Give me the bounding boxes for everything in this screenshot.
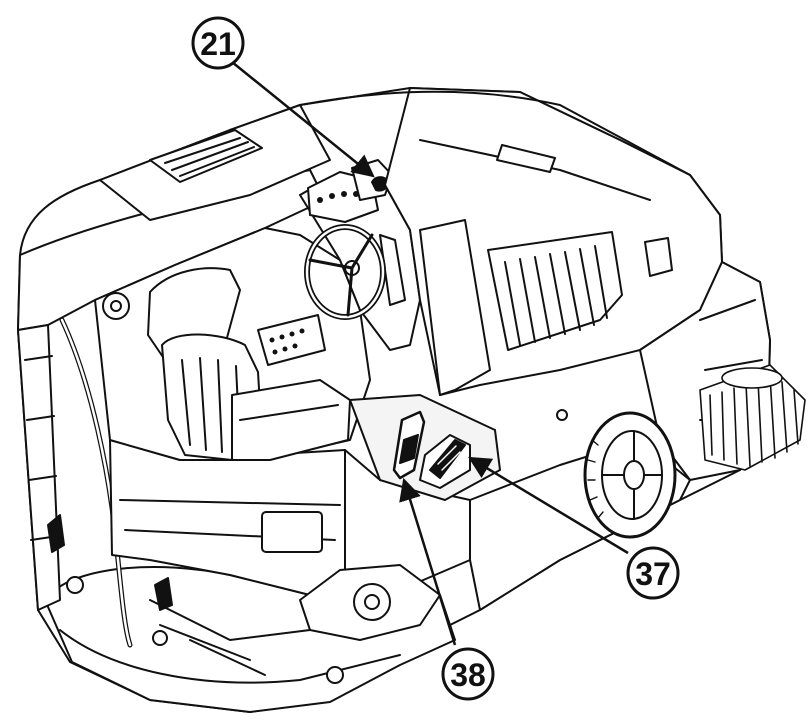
front-wheel xyxy=(583,411,677,539)
side-broom xyxy=(699,364,806,471)
callout-label-21: 21 xyxy=(200,26,236,62)
callout-label-38: 38 xyxy=(450,657,486,693)
callout-38: 38 xyxy=(441,647,495,701)
hood-vent-slots xyxy=(164,137,255,177)
leader-line-38 xyxy=(399,477,457,646)
front-grille-frame xyxy=(487,231,623,351)
roof-handle xyxy=(496,144,556,173)
control-panel-switches xyxy=(269,328,305,355)
leader-line-37 xyxy=(468,456,629,555)
cab-pillar xyxy=(419,219,491,396)
deck-caster-left xyxy=(66,576,84,594)
side-label-plate xyxy=(261,511,323,553)
side-fastener xyxy=(556,409,568,421)
accelerator-pedal xyxy=(392,410,426,480)
brake-pedal xyxy=(419,434,471,489)
warning-decal-deck xyxy=(154,577,173,611)
deck-linkage xyxy=(149,599,311,676)
seat-back-ribs xyxy=(181,357,241,453)
hood-vent xyxy=(149,129,263,183)
headlight xyxy=(644,237,673,277)
operator-seat-cushion xyxy=(231,379,351,461)
steering-spokes xyxy=(308,233,374,317)
steering-column xyxy=(379,234,406,306)
leader-line-21 xyxy=(231,61,375,178)
warning-decal-rear xyxy=(47,514,65,553)
scrub-deck-rim xyxy=(59,629,401,684)
seat-cushion-seam xyxy=(239,404,339,421)
cab-roof-line xyxy=(299,90,691,201)
callout-label-37: 37 xyxy=(635,556,671,592)
deck-caster-center xyxy=(152,630,168,646)
rear-panel-ribs xyxy=(24,355,59,541)
callout-21: 21 xyxy=(191,16,245,70)
deck-caster-right xyxy=(326,666,344,684)
front-grille-slats xyxy=(504,245,608,346)
callout-37: 37 xyxy=(626,546,680,600)
steering-wheel-inner xyxy=(305,225,385,319)
control-knob-center xyxy=(110,300,122,312)
squeegee-wheel-hub xyxy=(364,594,380,610)
